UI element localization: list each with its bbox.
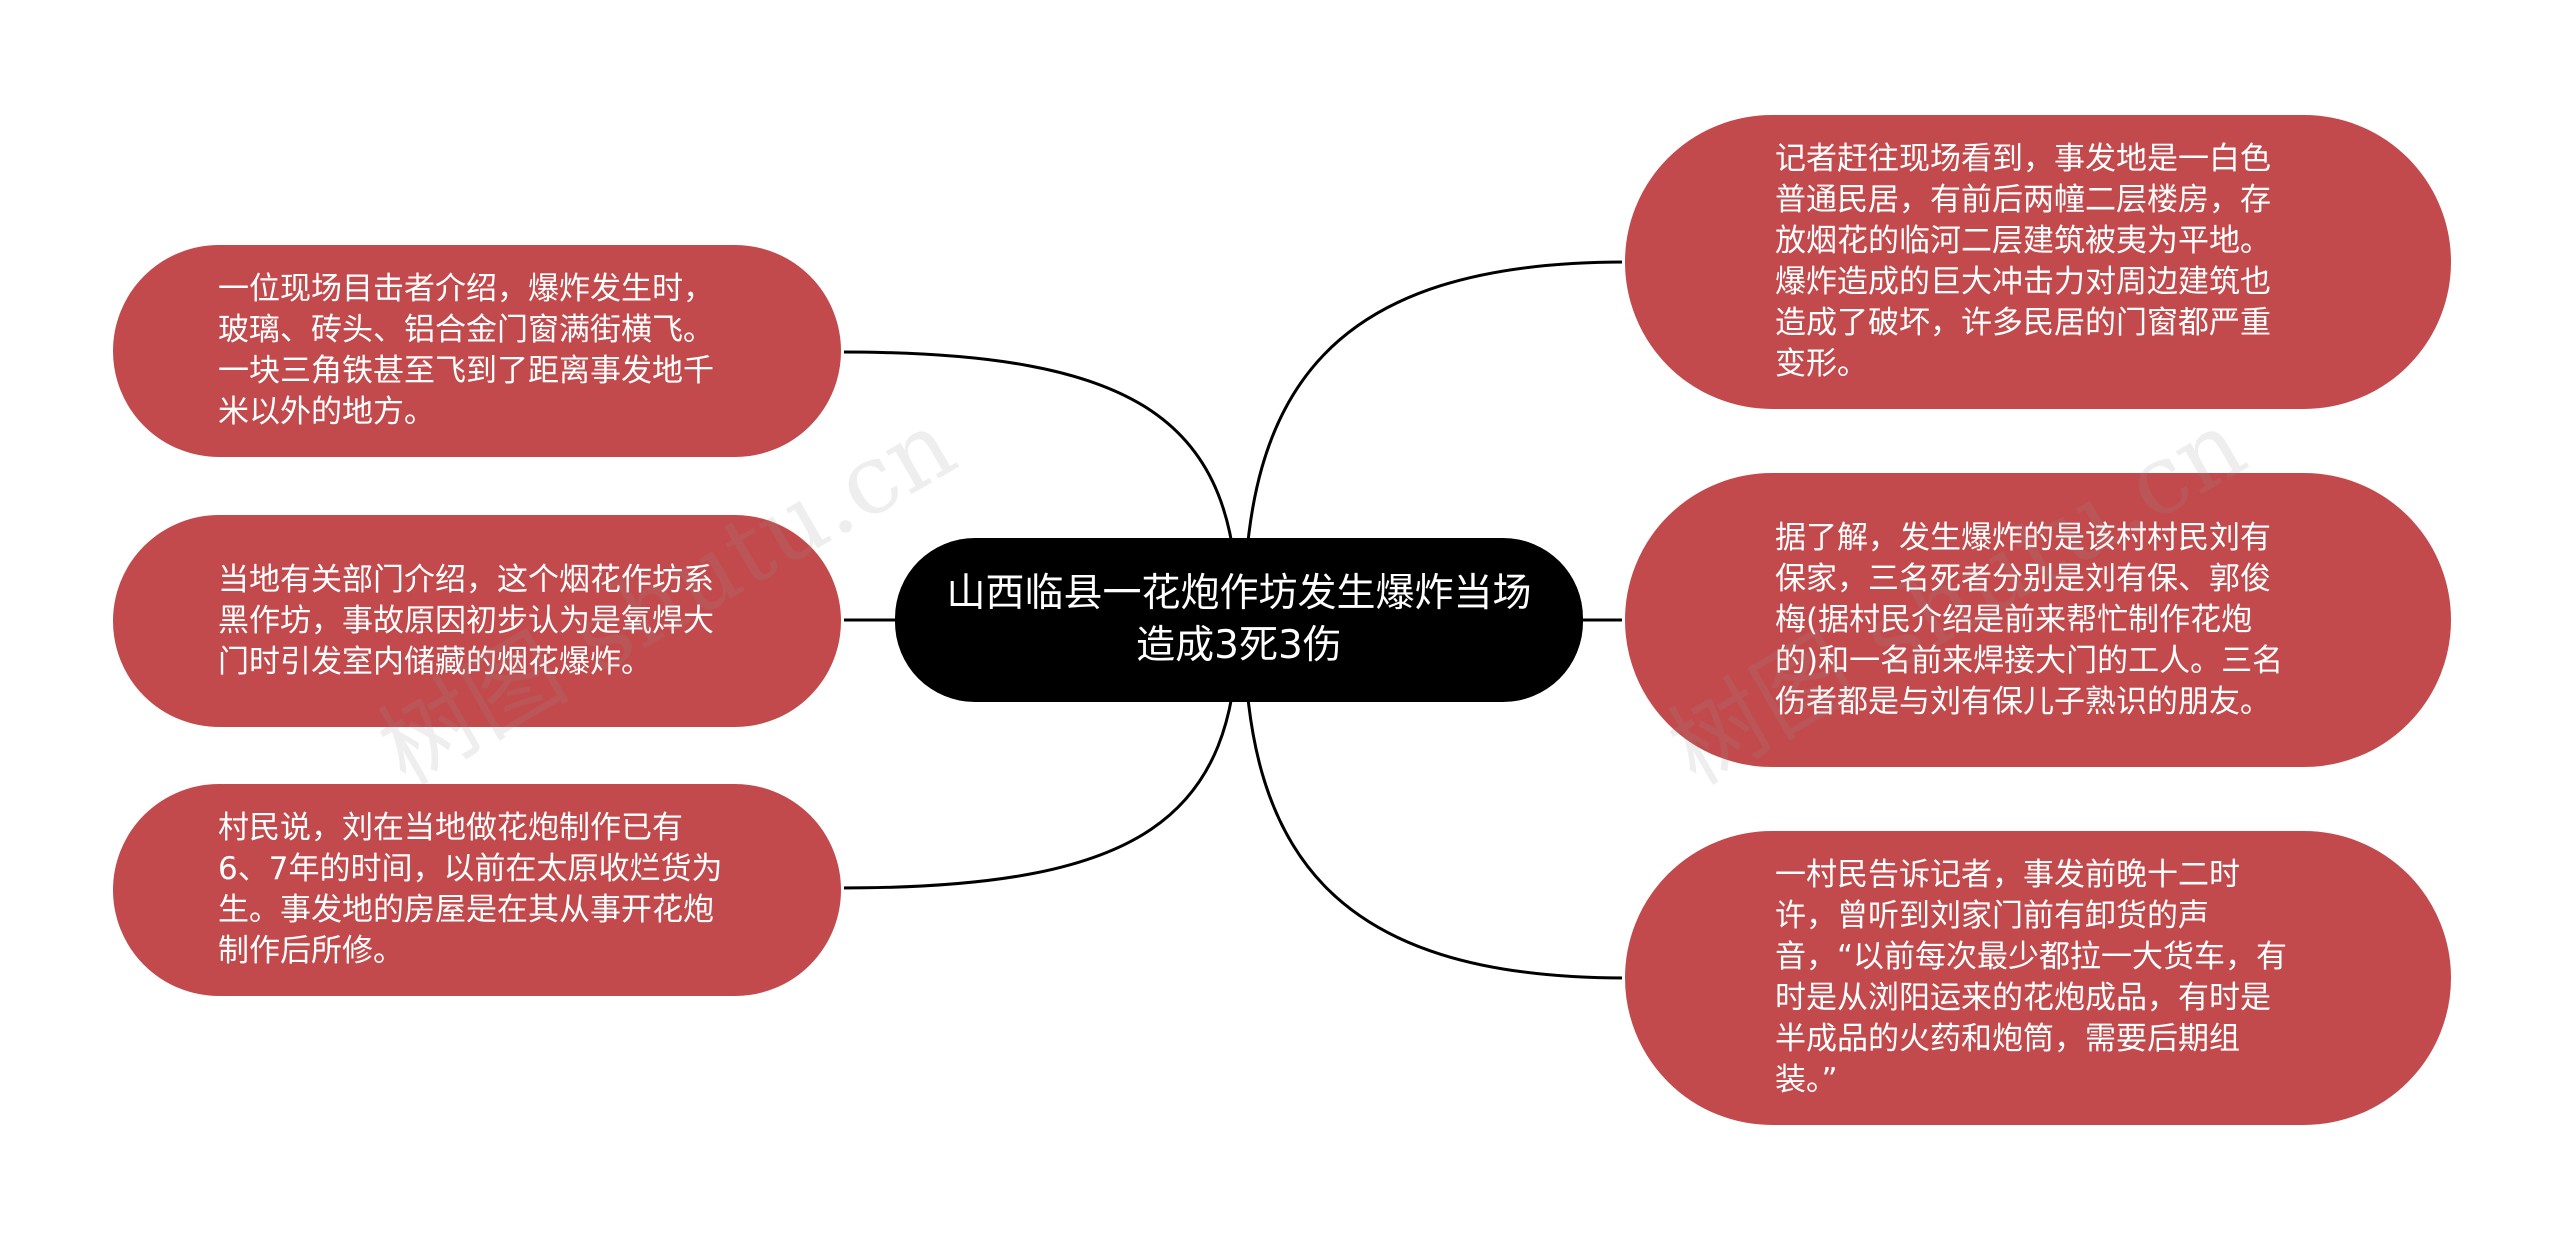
topic-node-text: 村民说，刘在当地做花炮制作已有6、7年的时间，以前在太原收烂货为生。事发地的房屋…: [218, 810, 723, 969]
topic-node-right-2[interactable]: 据了解，发生爆炸的是该村村民刘有保家，三名死者分别是刘有保、郭俊梅(据村民介绍是…: [1622, 470, 2454, 770]
connector-right-1: [1242, 260, 1626, 621]
topic-node-text: 记者赶往现场看到，事发地是一白色普通民居，有前后两幢二层楼房，存放烟花的临河二层…: [1775, 141, 2271, 382]
central-topic[interactable]: 山西临县一花炮作坊发生爆炸当场造成3死3伤: [895, 538, 1583, 702]
topic-node-text: 一位现场目击者介绍，爆炸发生时，玻璃、砖头、铝合金门窗满街横飞。一块三角铁甚至飞…: [218, 271, 714, 430]
topic-node-text: 当地有关部门介绍，这个烟花作坊系黑作坊，事故原因初步认为是氧焊大门时引发室内储藏…: [218, 561, 714, 680]
topic-node-text: 据了解，发生爆炸的是该村村民刘有保家，三名死者分别是刘有保、郭俊梅(据村民介绍是…: [1775, 519, 2284, 720]
topic-node-left-1[interactable]: 一位现场目击者介绍，爆炸发生时，玻璃、砖头、铝合金门窗满街横飞。一块三角铁甚至飞…: [110, 242, 844, 460]
central-topic-title: 山西临县一花炮作坊发生爆炸当场造成3死3伤: [946, 571, 1532, 668]
topic-node-left-2[interactable]: 当地有关部门介绍，这个烟花作坊系黑作坊，事故原因初步认为是氧焊大门时引发室内储藏…: [110, 512, 844, 730]
topic-node-left-3[interactable]: 村民说，刘在当地做花炮制作已有6、7年的时间，以前在太原收烂货为生。事发地的房屋…: [110, 781, 844, 999]
connector-right-3: [1242, 619, 1626, 980]
topic-node-right-3[interactable]: 一村民告诉记者，事发前晚十二时许，曾听到刘家门前有卸货的声音，“以前每次最少都拉…: [1622, 828, 2454, 1128]
topic-node-text: 一村民告诉记者，事发前晚十二时许，曾听到刘家门前有卸货的声音，“以前每次最少都拉…: [1775, 857, 2288, 1098]
topic-node-right-1[interactable]: 记者赶往现场看到，事发地是一白色普通民居，有前后两幢二层楼房，存放烟花的临河二层…: [1622, 112, 2454, 412]
